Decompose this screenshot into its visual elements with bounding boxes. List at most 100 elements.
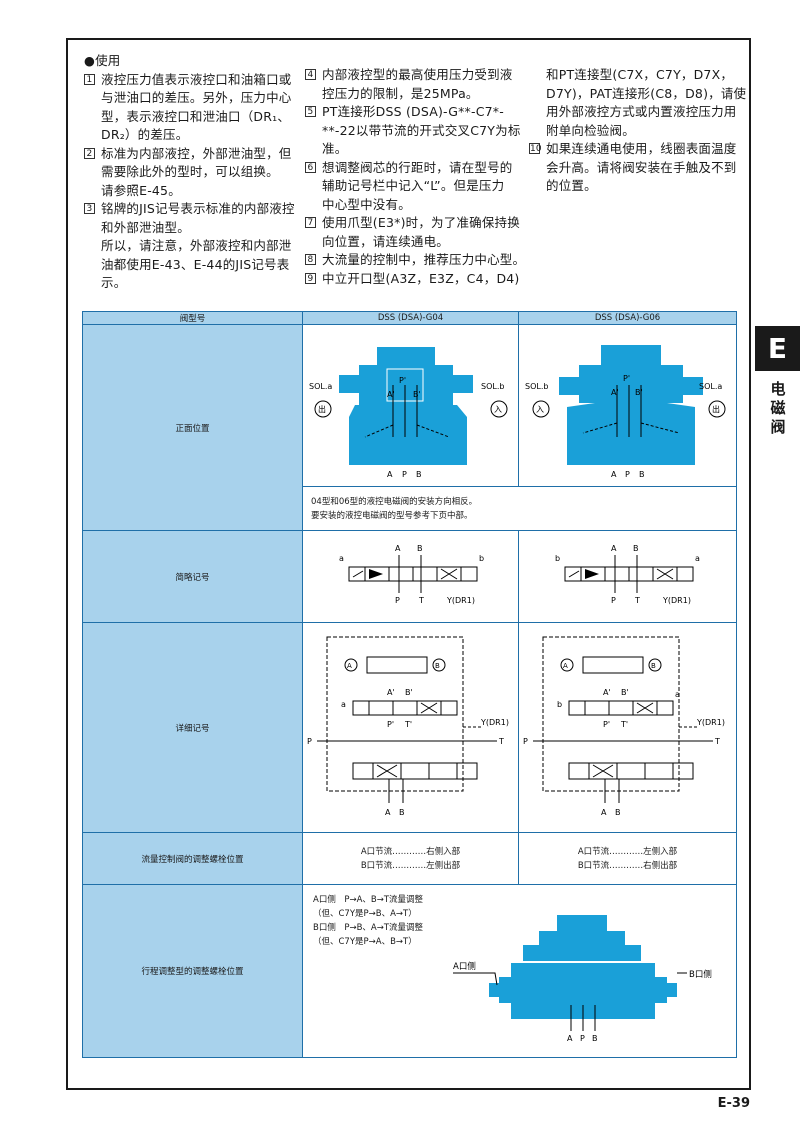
detail-port-b-g06: B	[615, 808, 621, 817]
in-label-g06: 入	[536, 405, 544, 414]
port-a: A	[387, 470, 393, 479]
notes-title: ●使用	[84, 53, 121, 68]
row-simple-symbol: 简略记号 a b A B P T Y(DR1)	[82, 530, 737, 623]
label-detail: 详细记号	[82, 622, 303, 833]
note-line: PT连接形DSS (DSA)-G**-C7*-	[322, 104, 504, 119]
simple-symbol-g04: a b A B P T Y(DR1)	[302, 530, 519, 623]
symbol-y-dr1-g06: Y(DR1)	[662, 596, 691, 605]
table-header-row: 阀型号 DSS (DSA)-G04 DSS (DSA)-G06	[82, 311, 737, 325]
note-number: 10	[529, 143, 542, 154]
note-number: 7	[305, 217, 316, 228]
stroke-cell: A口侧 P→A、B→T流量调整 （但、C7Y是P→B、A→T） B口侧 P→B、…	[302, 884, 737, 1058]
detail-circle-b-g06: B	[651, 662, 656, 670]
symbol-port-t-g06: T	[634, 596, 640, 605]
detail-t-prime-g06: T'	[620, 720, 628, 729]
stroke-port-b: B	[592, 1034, 598, 1043]
note-line: 标准为内部液控，外部泄油型，但	[101, 145, 292, 161]
row-flow-control: 流量控制阀的调整螺栓位置 A口节流…………右侧入部 B口节流…………左侧出部 A…	[82, 832, 737, 885]
page-frame	[66, 38, 751, 1090]
note-number: 8	[305, 254, 316, 265]
detail-b-prime-g06: B'	[621, 688, 629, 697]
note-number: 5	[305, 106, 316, 117]
valve-front-g04-illustration: P' A' B' SOL.a SOL.b 出 入 A P B	[309, 347, 508, 479]
mount-note-line-2: 要安装的液控电磁阀的型号参考下页中部。	[311, 510, 473, 521]
note-line: 和PT连接型(C7X，C7Y，D7X，	[546, 67, 734, 82]
note-line: 附单向检验阀。	[546, 122, 635, 138]
note-line: 想调整阀芯的行距时，请在型号的	[322, 159, 513, 175]
flow-g06-line-2: B口节流…………右侧出部	[577, 860, 678, 871]
sol-b-label: SOL.b	[481, 382, 504, 391]
note-line: **-22以带节流的开式交叉C7Y为标	[322, 122, 521, 138]
note-number: 6	[305, 161, 316, 173]
detail-circle-a: A	[347, 662, 352, 670]
symbol-y-dr1: Y(DR1)	[446, 596, 475, 605]
section-tab-e: E	[755, 326, 800, 371]
tab-char-2: 磁	[770, 399, 786, 417]
detail-y-dr1-g06: Y(DR1)	[696, 718, 725, 727]
header-g06: DSS (DSA)-G06	[518, 311, 737, 325]
label-simple: 简略记号	[82, 530, 303, 623]
flow-g04-line-2: B口节流…………左侧出部	[360, 860, 461, 871]
detail-p-prime-g06: P'	[603, 720, 610, 729]
symbol-port-t: T	[418, 596, 424, 605]
note-number: 2	[84, 147, 95, 159]
note-line: 如果连续通电使用，线圈表面温度	[546, 141, 737, 156]
note-number: 3	[84, 203, 95, 214]
note-line: 所以，请注意，外部液控和内部泄	[101, 238, 292, 253]
simple-symbol-g06: b a A B P T Y(DR1)	[518, 530, 737, 623]
label-flow: 流量控制阀的调整螺栓位置	[82, 832, 303, 885]
detail-p-g06: P	[523, 737, 528, 746]
sol-b-label-g06: SOL.b	[525, 382, 548, 391]
note-line: 与泄油口的差压。另外，压力中心	[101, 90, 292, 105]
page-number: E-39	[717, 1096, 750, 1111]
detail-a-prime: A'	[387, 688, 395, 697]
flow-g06: A口节流…………左侧入部 B口节流…………右侧出部	[518, 832, 737, 885]
detail-a: a	[341, 700, 346, 709]
detail-port-b: B	[399, 808, 405, 817]
symbol-port-b-g06: B	[633, 544, 639, 553]
port-b-g06: B	[639, 470, 645, 479]
detail-b-g06: b	[557, 700, 562, 709]
in-label: 入	[494, 405, 502, 414]
stroke-port-a: A	[567, 1034, 573, 1043]
stroke-line-2: （但、C7Y是P→B、A→T）	[313, 909, 417, 919]
header-model: 阀型号	[82, 311, 303, 325]
note-line: 液控压力值表示液控口和油箱口或	[101, 71, 292, 87]
detail-y-dr1: Y(DR1)	[480, 718, 509, 727]
detail-a-prime-g06: A'	[603, 688, 611, 697]
label-p-prime-g06: P'	[623, 374, 630, 383]
section-tab-label: 电 磁 阀	[768, 380, 788, 437]
mount-note: 04型和06型的液控电磁阀的安装方向相反。 要安装的液控电磁阀的型号参考下页中部…	[302, 486, 737, 531]
symbol-port-b: B	[417, 544, 423, 553]
symbol-port-p: P	[395, 596, 400, 605]
flow-g06-line-1: A口节流…………左侧入部	[577, 846, 678, 857]
label-stroke: 行程调整型的调整螺栓位置	[82, 884, 303, 1058]
stroke-port-p: P	[580, 1034, 585, 1043]
detail-p-prime: P'	[387, 720, 394, 729]
stroke-a-side: A口侧	[453, 961, 476, 972]
stroke-valve-illustration: A口侧 B口侧 A P B	[453, 915, 712, 1043]
sol-a-label-g06: SOL.a	[699, 382, 722, 391]
note-line: 油都使用E-43、E-44的JIS记号表	[101, 256, 290, 272]
detail-t-g06: T	[714, 737, 720, 746]
detail-symbol-g06-diagram: A B b a A' B' P' T' Y(DR1) P T A B	[523, 636, 725, 817]
stroke-text: A口侧 P→A、B→T流量调整 （但、C7Y是P→B、A→T） B口侧 P→B、…	[313, 893, 423, 949]
note-line: 和外部泄油型。	[101, 219, 190, 235]
detail-circle-b: B	[435, 662, 440, 670]
note-line: 用外部液控方式或内置液控压力用	[546, 104, 737, 119]
note-line: DR₂）的差压。	[101, 127, 189, 142]
detail-t-prime: T'	[404, 720, 412, 729]
valve-front-g06-illustration: P' A' B' SOL.b SOL.a 入 出 A P B	[525, 345, 726, 479]
label-p-prime: P'	[399, 376, 406, 385]
detail-symbol-g04: A B a A' B' P' T' Y(DR1) P T A B	[302, 622, 519, 833]
label-b-prime: B'	[413, 390, 421, 399]
